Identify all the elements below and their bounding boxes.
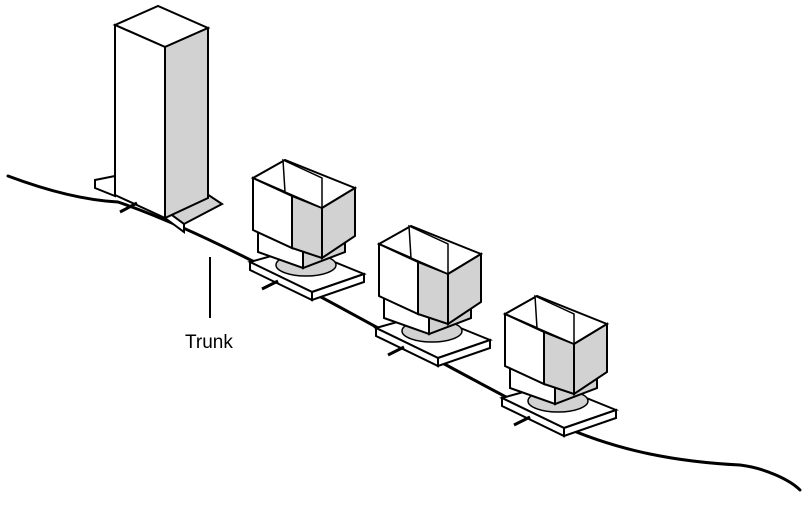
workstation-1 [250, 160, 364, 300]
workstation-1-connector [262, 281, 278, 289]
workstation-2-connector [388, 347, 404, 355]
workstation-2 [376, 226, 490, 366]
server-tower [95, 6, 222, 232]
workstation-3 [502, 296, 616, 436]
trunk-label: Trunk [185, 332, 233, 353]
workstation-3-connector [514, 417, 530, 425]
